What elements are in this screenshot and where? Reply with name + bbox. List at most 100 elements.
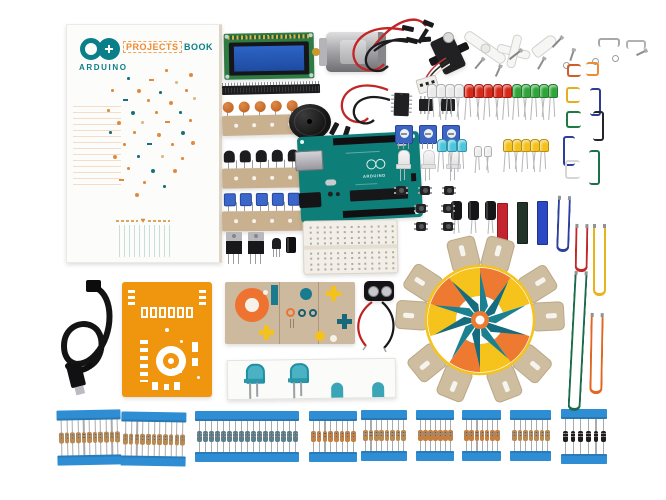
transistor <box>223 150 235 163</box>
punch-slot <box>199 290 206 293</box>
trimmer-slot <box>401 133 407 135</box>
breadboard-hole <box>350 242 353 245</box>
lead-black <box>364 39 409 73</box>
breadboard-hole <box>336 231 339 234</box>
digit-cutout <box>150 307 157 318</box>
battery-snap-wires <box>357 301 395 352</box>
ic-legs <box>420 111 432 114</box>
cardboard-tab <box>395 300 430 331</box>
component-body <box>379 430 384 441</box>
red-led <box>483 84 493 122</box>
component-body <box>168 433 174 445</box>
green-led <box>548 84 558 122</box>
pinwheel-blade <box>472 320 480 368</box>
component-tape-strip <box>561 409 607 464</box>
tape-band <box>309 411 357 421</box>
regulator-legs <box>228 254 240 264</box>
cable-coil <box>60 285 113 369</box>
electrolytic-capacitor <box>485 201 496 235</box>
yellow-led <box>503 139 513 174</box>
snap-wire-black <box>381 301 395 349</box>
wire-pin <box>405 36 419 45</box>
tape-band <box>361 451 407 461</box>
ic-dip-large <box>390 92 413 117</box>
mount-hole <box>299 139 305 145</box>
breadboard-hole <box>316 257 320 260</box>
punch-slot <box>199 302 206 305</box>
breadboard-hole <box>364 236 367 239</box>
led-dome <box>474 146 482 157</box>
cap-stripe <box>486 202 488 219</box>
green-led <box>530 84 540 122</box>
ic-legs <box>408 95 413 115</box>
punch-slot <box>199 296 206 299</box>
battery-snap <box>364 281 394 301</box>
tab-hole <box>232 234 236 238</box>
cover-dot <box>127 167 130 170</box>
servo-horn-cap <box>443 32 454 43</box>
component-body <box>75 432 81 444</box>
carrier-hole <box>252 219 257 224</box>
component-body <box>563 431 568 442</box>
long-jumper-wire <box>593 224 606 296</box>
base-teal-bar <box>271 285 278 305</box>
ic-legs <box>420 96 432 99</box>
transistor-legs <box>273 249 280 257</box>
tape-band <box>462 410 501 420</box>
component-body <box>81 432 87 444</box>
breadboard-hole <box>330 257 333 260</box>
breadboard-hole <box>337 262 340 266</box>
trimmer-slot <box>425 133 431 135</box>
motor-shaft <box>312 48 320 56</box>
voltage-regulator <box>248 232 264 264</box>
lcd-screw <box>225 74 230 79</box>
motor-endcap <box>319 38 327 66</box>
breadboard-hole <box>377 241 380 244</box>
led-dome <box>548 84 558 98</box>
button-leg <box>453 187 456 189</box>
cover-dot <box>141 121 144 124</box>
wire-tip <box>590 312 594 317</box>
ic-notch <box>399 92 404 96</box>
pushbutton <box>414 204 428 214</box>
regulator-body <box>248 241 264 254</box>
wire-tip <box>575 223 579 228</box>
punch-slot <box>128 290 135 293</box>
breadboard-hole <box>384 236 387 239</box>
digit-cutout <box>177 307 184 318</box>
breadboard-hole <box>344 262 347 265</box>
led-leg <box>450 168 451 181</box>
green-led <box>512 84 522 122</box>
tape-band <box>361 410 407 420</box>
component-body <box>221 431 226 442</box>
breadboard-hole <box>336 226 339 229</box>
button-leg <box>394 187 397 189</box>
cover-dot <box>151 169 155 173</box>
connector-pin-hole <box>419 83 424 88</box>
breadboard-hole <box>371 256 374 260</box>
projects-book: ARDUINO PROJECTS BOOK ♥ <box>66 24 222 263</box>
jumper-lead-pair <box>352 24 419 73</box>
breadboard-hole <box>378 262 381 265</box>
component-body <box>448 430 453 441</box>
component-body <box>145 433 151 445</box>
pinwheel-blade <box>434 316 480 335</box>
lcd-screw <box>309 73 314 78</box>
cross-bar <box>331 286 336 301</box>
button-leg <box>414 223 417 225</box>
breadboard-hole <box>357 262 360 265</box>
breadboard-hole <box>343 231 346 234</box>
pinwheel-blade <box>480 320 526 335</box>
led-dome <box>484 146 492 157</box>
tape-band <box>309 452 357 462</box>
component-body <box>490 430 495 441</box>
wheel-sector <box>492 277 530 314</box>
component-body <box>517 430 523 441</box>
pushbutton <box>441 204 455 214</box>
component-body <box>351 431 356 442</box>
digit-core <box>152 309 155 316</box>
breadboard-hole <box>330 252 333 255</box>
wire-tip <box>574 270 578 275</box>
button-leg <box>425 210 428 212</box>
component-body <box>345 431 350 442</box>
